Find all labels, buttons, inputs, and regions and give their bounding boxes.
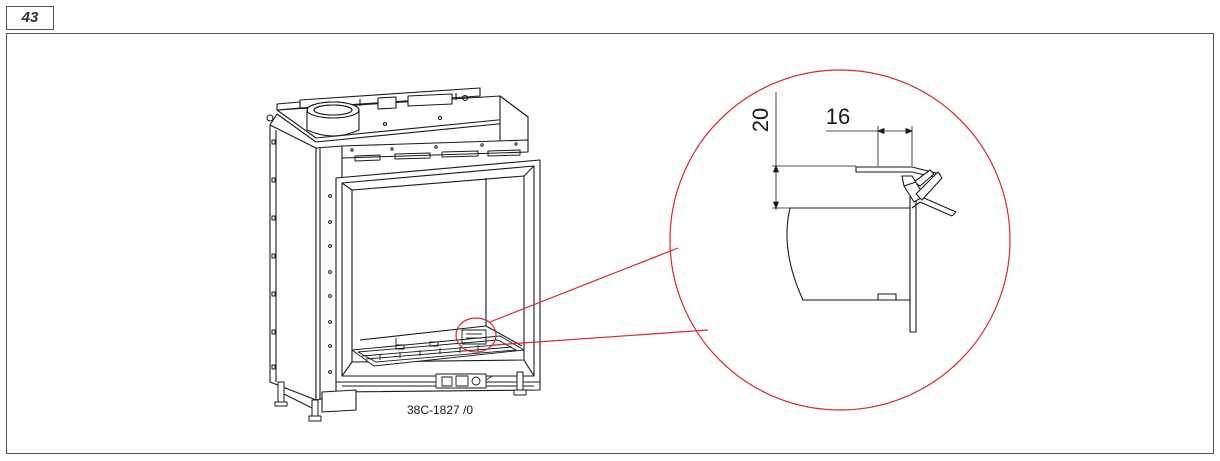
firebox-wall [786,207,911,301]
callout-leader-bottom [493,329,709,346]
callout-magnified-circle [669,69,1011,411]
bottom-cover [321,389,357,413]
adjustable-legs [274,371,527,422]
detail-callout [455,69,1011,411]
front-header [341,139,529,159]
dimension-20-label: 20 [748,108,773,132]
figure-frame [6,33,1214,454]
side-plate [909,195,917,333]
top-rail-left [276,101,301,111]
callout-small-circle [455,317,497,353]
control-unit [435,373,493,389]
angled-clip [913,169,935,187]
glass-panel [351,175,525,363]
drawing-reference: 38C-1827 /0 [407,403,473,417]
callout-leader-top [489,247,679,323]
flue-collar [306,101,360,137]
step-number-badge: 43 [6,6,54,30]
angled-tab [915,171,943,201]
fireplace-unit [266,87,541,422]
left-side-panel [269,124,317,401]
magnified-detail [786,166,957,333]
dimension-16-label: 16 [826,104,850,129]
seal-block [877,293,897,301]
left-side-holes [271,139,276,370]
dimension-lines [772,92,914,210]
